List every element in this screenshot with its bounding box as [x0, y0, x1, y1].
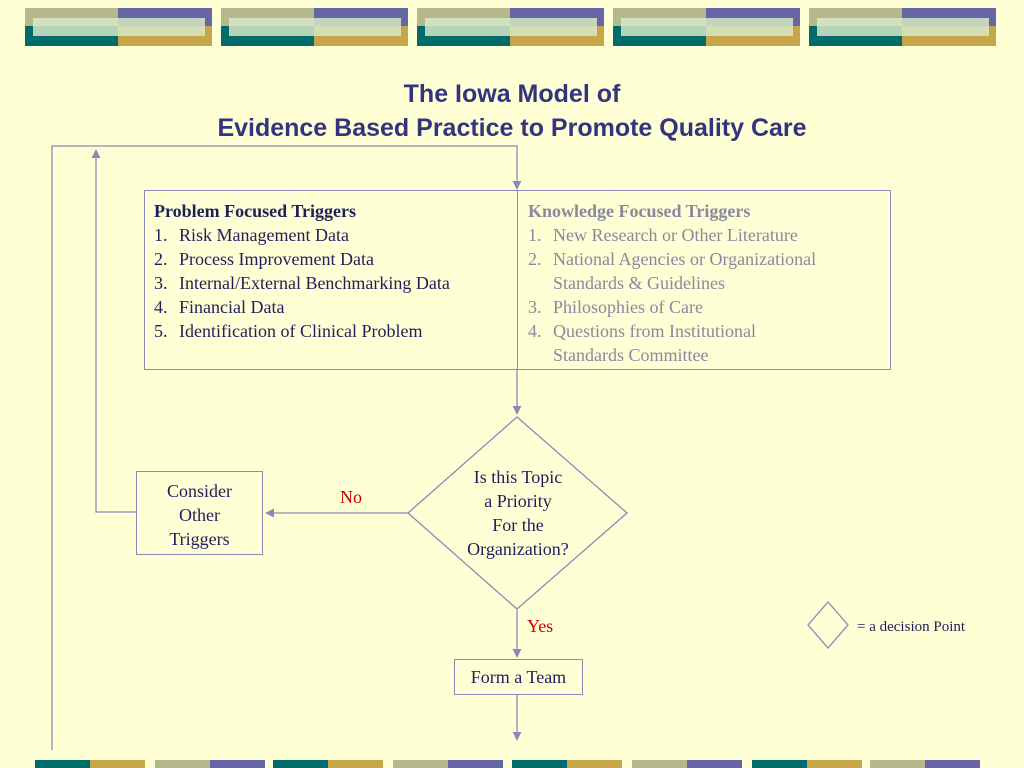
decision-text-line: For the: [492, 515, 544, 535]
top-deco-block: [417, 8, 604, 46]
item-text: Philosophies of Care: [553, 297, 703, 317]
decision-text-line: Organization?: [467, 539, 569, 559]
item-number: 1.: [154, 225, 168, 245]
top-decoration: [25, 8, 996, 46]
knowledge-triggers: Knowledge Focused Triggers 1. New Researc…: [528, 199, 888, 367]
title-line-1: The Iowa Model of: [403, 80, 621, 108]
item-number: 4.: [528, 321, 542, 341]
bottom-decoration: [35, 760, 980, 768]
yes-label: Yes: [527, 616, 554, 636]
list-item: 3. Philosophies of Care: [528, 295, 888, 319]
list-item: 4. Financial Data: [154, 295, 514, 319]
top-deco-block: [221, 8, 408, 46]
item-text-line: National Agencies or Organizational: [553, 249, 817, 269]
problem-triggers: Problem Focused Triggers 1. Risk Manageme…: [154, 199, 514, 343]
legend-text: = a decision Point: [857, 619, 966, 635]
item-text: Financial Data: [179, 297, 285, 317]
list-item: 3. Internal/External Benchmarking Data: [154, 271, 514, 295]
decision-text-line: Is this Topic: [473, 467, 563, 487]
consider-text-line: Consider: [167, 481, 232, 501]
list-item: 1. New Research or Other Literature: [528, 223, 888, 247]
form-a-team-box: Form a Team: [454, 659, 583, 695]
item-text: New Research or Other Literature: [553, 225, 798, 245]
item-text: Internal/External Benchmarking Data: [179, 273, 450, 293]
triggers-divider: [517, 191, 518, 369]
item-text: Risk Management Data: [179, 225, 349, 245]
legend-diamond-icon: [807, 601, 849, 649]
top-deco-block: [613, 8, 800, 46]
knowledge-triggers-heading: Knowledge Focused Triggers: [528, 201, 751, 221]
item-number: 1.: [528, 225, 542, 245]
decision-diamond: [407, 416, 628, 610]
decision-text: Is this Topic a Priority For the Organiz…: [438, 465, 598, 561]
item-number: 3.: [154, 273, 168, 293]
item-number: 2.: [154, 249, 168, 269]
item-number: 5.: [154, 321, 168, 341]
knowledge-triggers-list: 1. New Research or Other Literature 2. Nat…: [528, 223, 888, 367]
problem-triggers-list: 1. Risk Management Data 2. Process Improve…: [154, 223, 514, 343]
item-text-line: Questions from Institutional: [553, 321, 756, 341]
consider-other-triggers-box: Consider Other Triggers: [136, 471, 263, 555]
consider-text-line: Triggers: [169, 529, 230, 549]
item-text-line: Standards Committee: [553, 345, 709, 365]
list-item: 5. Identification of Clinical Problem: [154, 319, 514, 343]
problem-triggers-heading: Problem Focused Triggers: [154, 201, 356, 221]
consider-text-line: Other: [179, 505, 220, 525]
item-number: 2.: [528, 249, 542, 269]
top-deco-block: [25, 8, 212, 46]
item-number: 3.: [528, 297, 542, 317]
outer-loop-connector: [51, 145, 522, 750]
item-text: Identification of Clinical Problem: [179, 321, 423, 341]
list-item: 1. Risk Management Data: [154, 223, 514, 247]
triggers-box: Problem Focused Triggers 1. Risk Manageme…: [144, 190, 891, 370]
title-line-2: Evidence Based Practice to Promote Quali…: [217, 114, 807, 142]
top-deco-block: [809, 8, 996, 46]
no-label: No: [340, 487, 362, 507]
decision-text-line: a Priority: [484, 491, 552, 511]
item-number: 4.: [154, 297, 168, 317]
list-item: 2. Process Improvement Data: [154, 247, 514, 271]
consider-loop-connector: [91, 149, 136, 513]
item-text: Process Improvement Data: [179, 249, 374, 269]
item-text-line: Standards & Guidelines: [553, 273, 725, 293]
